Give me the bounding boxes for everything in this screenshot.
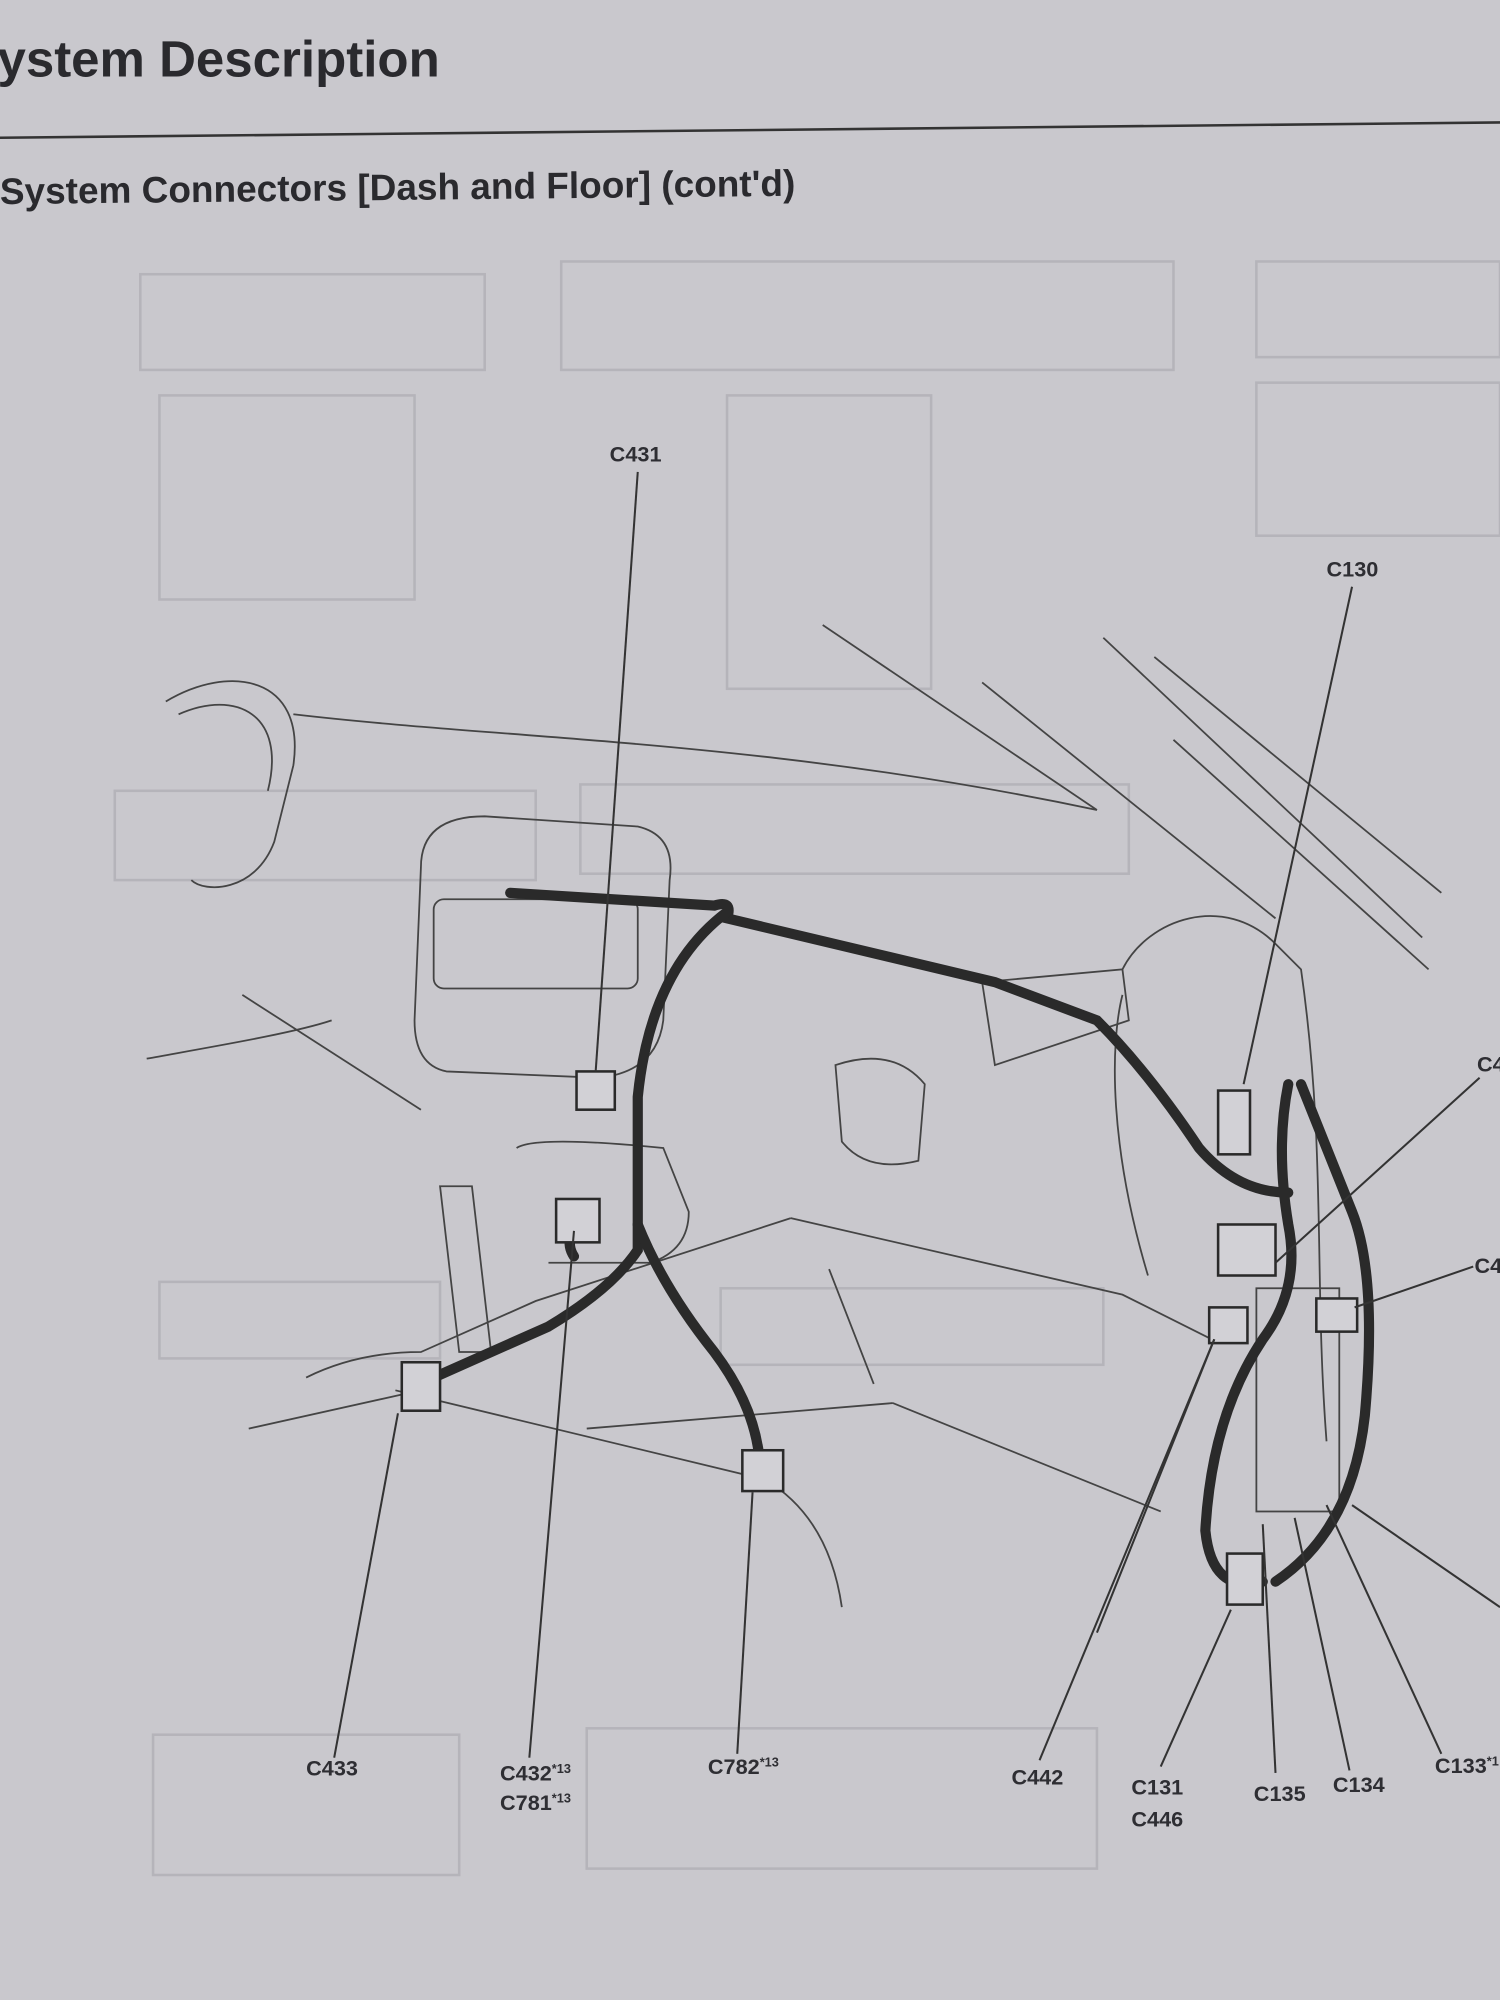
label-c442: C442 xyxy=(1011,1764,1063,1789)
bleed-through-tables xyxy=(113,260,1500,1877)
label-c134: C134 xyxy=(1333,1772,1385,1797)
section-title: ystem Description xyxy=(0,31,440,88)
label-c131: C131 xyxy=(1131,1775,1183,1800)
label-c135: C135 xyxy=(1254,1781,1306,1806)
header-rule xyxy=(0,121,1500,140)
label-c781: C781*13 xyxy=(500,1790,571,1815)
wire-harness xyxy=(428,887,1375,1589)
label-c446: C446 xyxy=(1131,1807,1183,1832)
connector-boxes xyxy=(400,1070,1359,1606)
label-c432: C432*13 xyxy=(500,1761,571,1786)
label-c133: C133*1 xyxy=(1435,1753,1499,1778)
label-c4-upper: C4 xyxy=(1477,1051,1500,1076)
leader-lines xyxy=(333,471,1500,1774)
label-c433: C433 xyxy=(306,1756,358,1781)
label-c782: C782*13 xyxy=(708,1754,779,1779)
label-c130: C130 xyxy=(1327,557,1379,582)
label-c431: C431 xyxy=(610,442,662,467)
section-subtitle: System Connectors [Dash and Floor] (cont… xyxy=(0,163,796,212)
label-c4-lower: C4 xyxy=(1474,1253,1500,1278)
